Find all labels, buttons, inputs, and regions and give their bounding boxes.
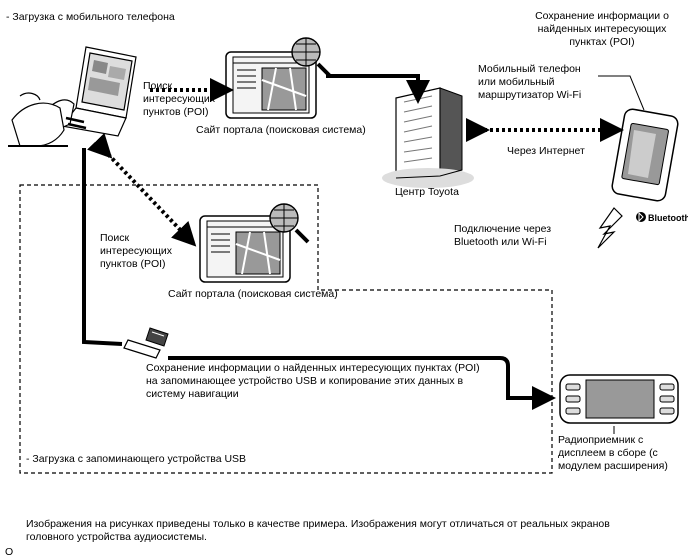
toyota-center-label: Центр Toyota — [395, 186, 459, 198]
laptop-user-icon — [8, 46, 137, 147]
usb-region-border — [19, 184, 553, 474]
usb-download-label: - Загрузка с запоминающего устройства US… — [26, 453, 247, 465]
radio-label: Радиоприемник с дисплеем в сборе (с моду… — [558, 434, 668, 472]
portal-site-label-2: Сайт портала (поисковая система) — [168, 288, 338, 300]
arrow-portal-toyota — [326, 74, 430, 104]
poi-search-label-2: Поиск интересующих пунктов (POI) — [100, 232, 173, 270]
usb-stick-icon — [123, 327, 169, 359]
connection-label: Подключение через Bluetooth или Wi-Fi — [454, 223, 552, 248]
bluetooth-logo: Bluetooth — [636, 212, 688, 223]
usb-save-label: Сохранение информации о найденных интере… — [146, 362, 480, 400]
arrow-laptop-portal-2 — [87, 133, 197, 247]
poi-save-top-label: Сохранение информации о найденных интере… — [535, 10, 669, 48]
wireless-signal-icon — [597, 207, 623, 249]
portal-site-label-1: Сайт портала (поисковая система) — [196, 124, 366, 136]
corner-mark: O — [5, 546, 14, 558]
phone-pointer-line — [598, 75, 645, 111]
portal-site-tablet-top — [225, 51, 317, 119]
mobile-download-label: - Загрузка с мобильного телефона — [6, 11, 175, 23]
radio-head-unit-icon — [559, 374, 679, 424]
poi-search-label-1: Поиск интересующих пунктов (POI) — [143, 80, 216, 118]
via-internet-label: Через Интернет — [507, 145, 585, 157]
smartphone-icon — [611, 108, 679, 202]
globe-magnifier-icon-2 — [269, 203, 310, 244]
mobile-device-label: Мобильный телефон или мобильный маршрути… — [478, 63, 582, 101]
disclaimer-note: Изображения на рисунках приведены только… — [26, 518, 610, 543]
portal-site-tablet-bottom — [199, 215, 291, 283]
toyota-center-building-icon — [382, 87, 474, 188]
svg-text:Bluetooth: Bluetooth — [648, 213, 688, 223]
arrow-laptop-radio — [82, 148, 544, 398]
